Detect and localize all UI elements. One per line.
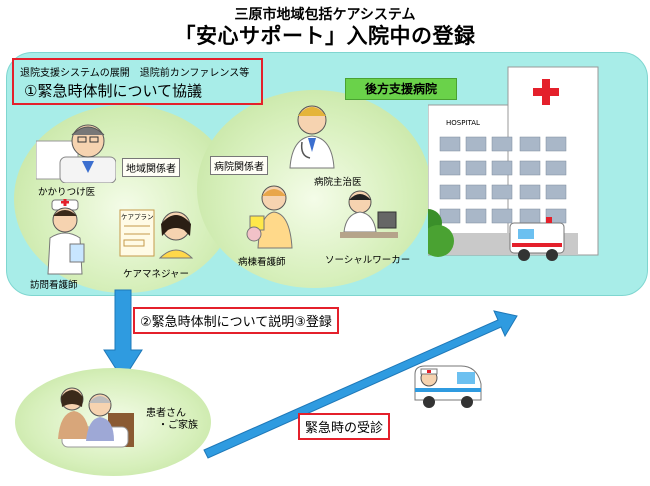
doctor-icon: [35, 121, 117, 184]
care-plan-sheet-label: ケアプラン: [121, 213, 154, 221]
patient-family-icon: [52, 383, 136, 453]
social-worker-icon: [340, 188, 398, 238]
attending-doctor-label: 病院主治医: [314, 177, 362, 188]
patient-label: 患者さん: [146, 408, 186, 419]
hospital-sign: HOSPITAL: [446, 119, 480, 127]
down-arrow: [103, 289, 143, 381]
visiting-nurse-label: 訪問看護師: [30, 280, 78, 291]
hospital-building-icon: [414, 65, 608, 270]
page-title: 「安心サポート」入院中の登録: [174, 24, 476, 48]
care-manager-icon: [118, 206, 200, 260]
ward-nurse-label: 病棟看護師: [238, 257, 286, 268]
regional-tag: 地域関係者: [122, 158, 180, 177]
conference-main-label: ①緊急時体制について協議: [24, 82, 202, 100]
emergency-arrow: [203, 310, 518, 459]
emergency-visit-box: 緊急時の受診: [298, 413, 391, 440]
ward-nurse-icon: [244, 182, 300, 250]
social-worker-label: ソーシャルワーカー: [325, 255, 411, 266]
page-subtitle: 三原市地域包括ケアシステム: [234, 7, 416, 23]
explain-register-box: ②緊急時体制について説明③登録: [133, 307, 339, 334]
ambulance-icon: [509, 217, 565, 261]
backup-hospital-label: 後方支援病院: [345, 78, 457, 100]
conference-subtitle: 退院支援システムの展開 退院前カンファレンス等: [20, 68, 250, 79]
care-manager-label: ケアマネジャー: [123, 269, 190, 280]
conference-box: [12, 58, 263, 105]
family-label: ・ご家族: [158, 420, 198, 431]
attending-doctor-icon: [286, 100, 338, 170]
nurse-icon: [42, 198, 88, 276]
family-doctor-label: かかりつけ医: [38, 187, 96, 198]
ambulance-icon: [411, 364, 483, 410]
hospital-side-tag: 病院関係者: [210, 156, 268, 175]
